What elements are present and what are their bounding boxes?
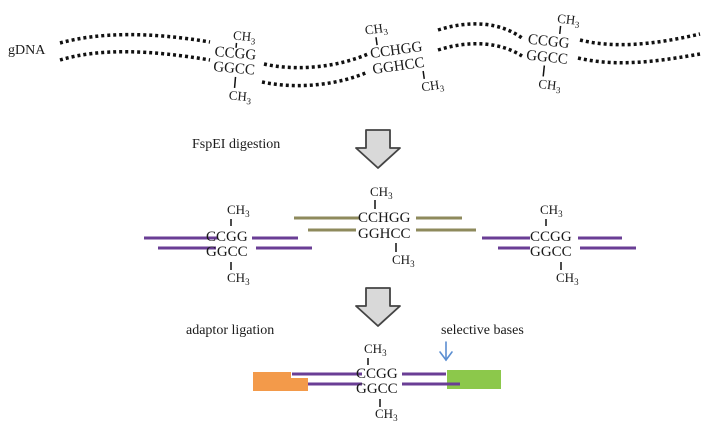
gdna-bottom-strand-4 (577, 52, 701, 65)
ligated-top-methyl: CH3 (364, 341, 387, 358)
site1-bottom-methyl: CH3 (228, 87, 252, 106)
digestion-label: FspEI digestion (192, 137, 280, 152)
selective-pointer-icon (439, 341, 453, 362)
frag-right-top-methyl: CH3 (540, 202, 563, 219)
site3-top-methyl: CH3 (556, 11, 581, 30)
ligated-bottom-methyl: CH3 (375, 406, 398, 423)
ligated-product: CH3 CCGG GGCC CH3 (253, 341, 501, 423)
frag-left-bottom-methyl: CH3 (227, 270, 250, 287)
gdna-site-3: CH3 CCGG GGCC CH3 (525, 11, 581, 96)
gdna-bottom-strand-1 (59, 49, 211, 62)
frag-left-bottom-seq: GGCC (206, 244, 248, 260)
down-arrow-icon (355, 287, 401, 327)
site2-bottom-seq: GGHCC (371, 55, 425, 78)
frag-left-top-methyl: CH3 (227, 202, 250, 219)
gdna-top-strand-2 (263, 52, 369, 70)
fragment-right: CH3 CCGG GGCC CH3 (482, 202, 636, 287)
gdna-label: gDNA (8, 43, 46, 58)
frag-left-top-seq: CCGG (206, 229, 248, 245)
gdna-bottom-strand-2 (261, 70, 369, 88)
gdna-top-strand-3 (437, 22, 524, 40)
site3-bottom-methyl: CH3 (537, 76, 562, 95)
site1-top-methyl: CH3 (232, 28, 256, 47)
site3-bottom-seq: GGCC (525, 48, 568, 68)
ligation-label: adaptor ligation (186, 323, 274, 338)
frag-right-bottom-seq: GGCC (530, 244, 572, 260)
selective-bases-label: selective bases (441, 323, 524, 338)
gdna-top-strand-4 (579, 32, 701, 47)
green-adaptor (447, 370, 501, 389)
site2-top-seq: CCHGG (369, 39, 423, 62)
site2-top-methyl: CH3 (364, 20, 389, 40)
frag-right-bottom-methyl: CH3 (556, 270, 579, 287)
ligated-top-seq: CCGG (356, 366, 398, 382)
gdna-site-2: CH3 CCHGG GGHCC CH3 (364, 20, 446, 96)
ligated-bottom-seq: GGCC (356, 381, 398, 397)
site1-top-seq: CCGG (214, 44, 257, 64)
frag-right-top-seq: CCGG (530, 229, 572, 245)
gdna-site-1: CH3 CCGG GGCC CH3 (213, 28, 257, 107)
gdna-top-strand-1 (59, 32, 211, 45)
down-arrow-icon (355, 129, 401, 169)
gdna-strands (59, 22, 701, 88)
fragment-middle: CH3 CCHGG GGHCC CH3 (294, 184, 476, 269)
site1-bottom-seq: GGCC (213, 59, 256, 79)
site2-bottom-methyl: CH3 (420, 76, 445, 96)
frag-mid-bottom-methyl: CH3 (392, 252, 415, 269)
frag-mid-top-seq: CCHGG (358, 210, 411, 226)
frag-mid-bottom-seq: GGHCC (358, 226, 411, 242)
frag-mid-top-methyl: CH3 (370, 184, 393, 201)
gdna-bottom-strand-3 (437, 42, 523, 58)
fragment-left: CH3 CCGG GGCC CH3 (144, 202, 312, 287)
site3-top-seq: CCGG (527, 32, 570, 52)
orange-adaptor (253, 372, 308, 391)
